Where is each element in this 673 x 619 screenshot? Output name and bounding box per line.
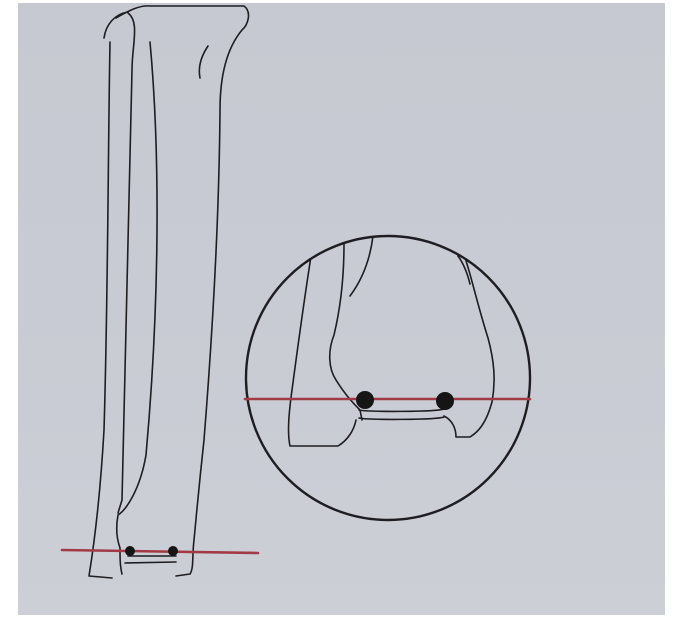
magnified-landmark-medial (436, 392, 454, 410)
leg-bones (89, 6, 248, 578)
magnifier-circle (246, 236, 530, 520)
distal-joint-line (125, 556, 176, 563)
tibia-outline (116, 6, 248, 576)
fibula-outline (89, 12, 135, 578)
ankle-reference-line (62, 550, 258, 553)
ankle-landmark-lateral (125, 546, 135, 556)
magnified-view (245, 236, 530, 520)
ankle-landmark-medial (168, 546, 178, 556)
magnified-landmark-lateral (356, 391, 374, 409)
magnified-ankle-outline (289, 236, 495, 446)
